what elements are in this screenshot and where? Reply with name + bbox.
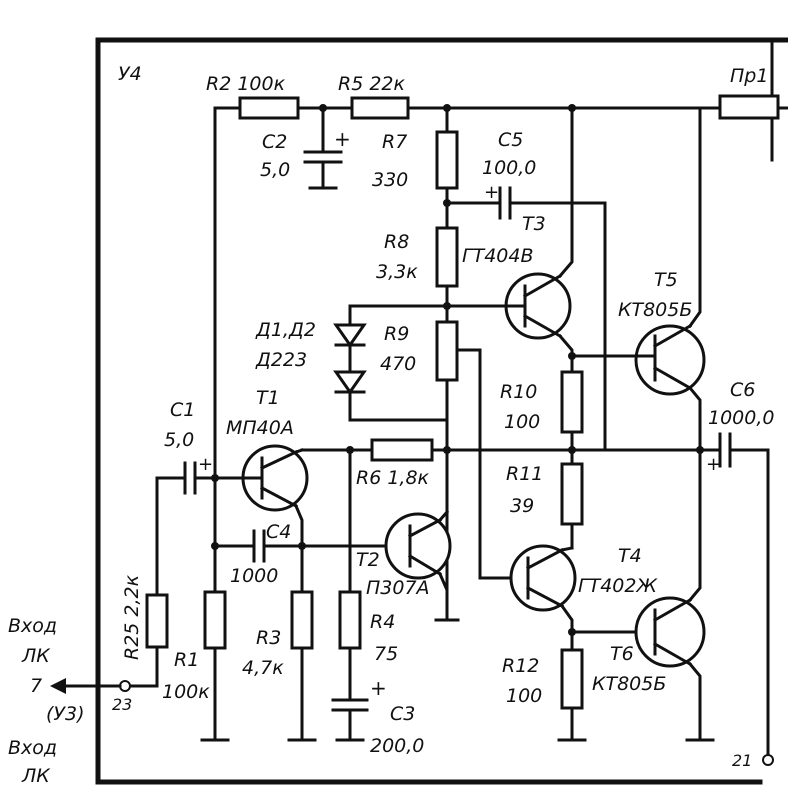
transistor-t3 [445,104,576,374]
transistor-t1 [213,444,412,548]
r3-name: R3 [256,627,281,649]
t3-name: T3 [522,213,546,235]
r8-value: 3,3к [376,261,418,283]
r2-label: R2 100к [206,73,286,95]
capacitor-c4 [211,529,306,563]
t1-name: T1 [256,387,280,409]
transistor-t5 [568,106,706,582]
input-label-2-line1: Вход [8,737,57,759]
pin-23: 23 [112,695,132,714]
svg-text:+: + [198,454,213,475]
capacitor-c5: + [445,182,607,452]
svg-text:+: + [484,182,499,203]
c1-name: C1 [170,399,195,421]
resistor-r6 [370,438,434,462]
r10-value: 100 [504,411,540,433]
diodes-d1-d2 [333,304,449,422]
r25-label: R25 2,2к [121,574,143,660]
t5-name: T5 [654,269,678,291]
c2-name: C2 [262,131,287,153]
resistor-r9 [435,320,459,382]
r3-value: 4,7к [242,657,284,679]
input-label-1-line2: ЛК [21,645,51,667]
r9-name: R9 [384,323,409,345]
c6-name: C6 [730,379,755,401]
r8-name: R8 [384,231,409,253]
input-label-1-line1: Вход [8,615,57,637]
capacitor-c6: + [706,432,774,766]
c4-value: 1000 [230,565,278,587]
block-label: У4 [118,63,142,85]
pin-21: 21 [732,751,752,770]
capacitor-c2: + [303,106,351,190]
r12-value: 100 [506,685,542,707]
diode-names: Д1,Д2 [255,319,316,341]
r11-name: R11 [506,463,543,485]
c3-name: C3 [390,703,415,725]
r5-label: R5 22к [338,73,406,95]
t6-name: T6 [610,643,634,665]
t2-name: T2 [356,549,380,571]
svg-text:+: + [370,676,387,700]
resistor-r2 [238,96,300,120]
t5-type: КТ805Б [618,299,692,321]
r12-name: R12 [502,655,539,677]
r1-value: 100к [162,681,210,703]
c1-value: 5,0 [164,429,194,451]
t4-type: ГТ402Ж [578,575,658,597]
pin-7: 7 [30,675,42,697]
r9-value: 470 [380,353,416,375]
svg-text:+: + [706,454,721,475]
fuse-label: Пр1 [730,65,768,87]
r1-name: R1 [174,649,199,671]
capacitor-c1: + [155,454,219,597]
resistor-r10 [560,370,584,434]
capacitor-c3: + [331,646,387,742]
transistor-t4 [509,544,577,652]
labels: У4 R2 100к R5 22к Пр1 C2 5,0 R7 330 C5 1… [8,63,774,787]
r6-label: R6 1,8к [356,467,430,489]
input-label-2-line2: ЛК [21,765,51,787]
r4-name: R4 [370,611,395,633]
r4-value: 75 [374,643,398,665]
c3-value: 200,0 [370,735,424,757]
resistor-r3 [290,590,314,650]
t3-type: ГТ404В [462,245,534,267]
resistor-r1 [203,590,227,650]
resistor-r7 [435,130,459,190]
c4-name: C4 [266,521,291,543]
r7-name: R7 [382,131,407,153]
r7-value: 330 [372,169,408,191]
c6-value: 1000,0 [708,407,774,429]
resistor-r25 [145,593,169,649]
resistor-r4 [338,590,362,650]
t4-name: T4 [618,545,642,567]
resistor-r11 [560,462,584,526]
resistor-r12 [560,648,584,710]
t6-type: КТ805Б [592,673,666,695]
diode-type: Д223 [255,349,307,371]
resistor-r8 [435,226,459,288]
board-outline [95,37,788,785]
t1-type: МП40А [226,417,294,439]
r11-value: 39 [510,495,534,517]
resistor-r5 [350,96,410,120]
fuse-pr1 [718,94,780,120]
c5-name: C5 [498,129,523,151]
c5-value: 100,0 [482,157,536,179]
transistor-t6 [634,578,715,742]
r10-name: R10 [500,381,537,403]
c2-value: 5,0 [260,159,290,181]
svg-text:+: + [334,127,351,151]
transistor-t2 [384,509,452,622]
t2-type: П307А [366,577,430,599]
pin-u3: (У3) [46,703,85,725]
